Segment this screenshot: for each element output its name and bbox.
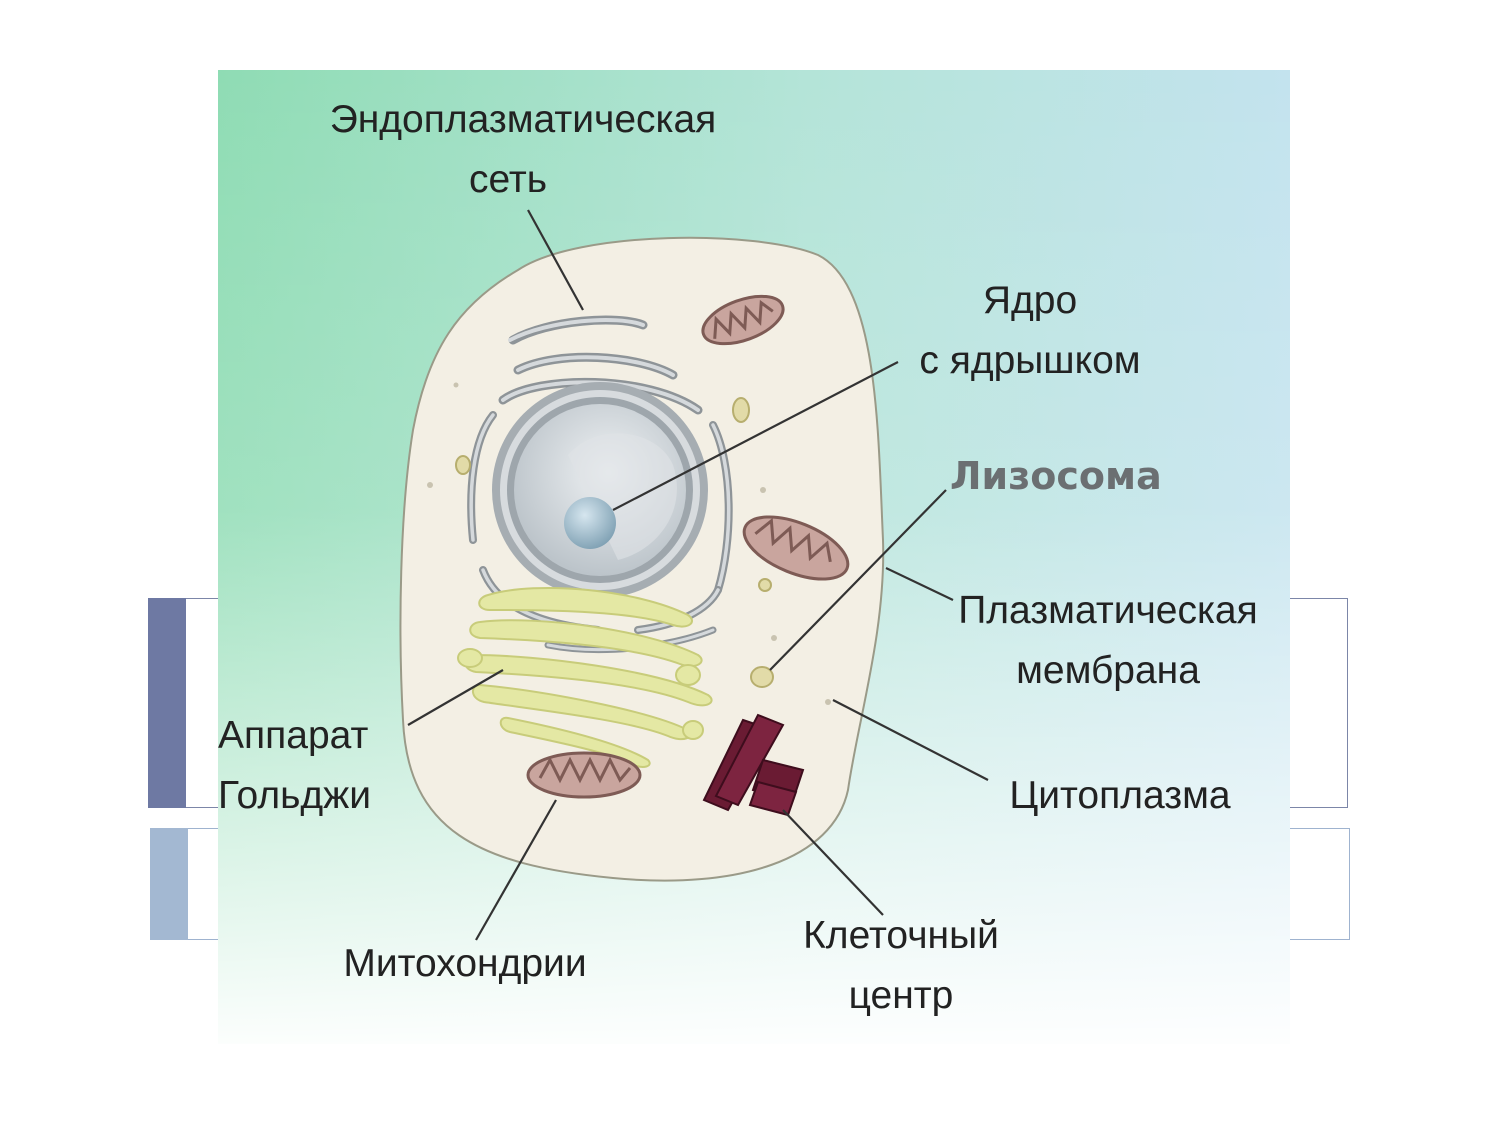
nucleus	[492, 382, 708, 598]
cell-diagram: Эндоплазматическая сеть Ядро с ядрышком …	[218, 70, 1290, 1044]
mitochondrion-3	[526, 751, 642, 799]
mitochondria-leader	[475, 799, 557, 941]
mitochondria-label: Митохондрии	[343, 942, 586, 985]
golgi-label-line1: Аппарат	[218, 714, 368, 757]
lysosome-label: Лизосома	[950, 454, 1162, 498]
lysosome	[455, 397, 774, 688]
er-leader	[527, 209, 584, 311]
membrane-label-line2: мембрана	[1016, 649, 1200, 692]
centrosome-leader	[782, 809, 884, 916]
slide-accent-bar-1	[148, 598, 186, 808]
nucleus-label-line1: Ядро	[983, 279, 1077, 322]
centrosome-label-line2: центр	[849, 974, 954, 1017]
nucleolus	[564, 497, 616, 549]
cytoplasm-label: Цитоплазма	[1009, 774, 1231, 817]
mitochondrion-1	[701, 294, 785, 346]
small-vesicles	[427, 382, 831, 705]
centrosome	[702, 713, 805, 817]
centrosome-label-line1: Клеточный	[803, 914, 999, 957]
golgi-leader	[407, 669, 504, 726]
golgi-label-line2: Гольджи	[218, 774, 371, 817]
membrane-leader	[885, 567, 954, 601]
er-label-line1: Эндоплазматическая	[330, 98, 717, 141]
membrane-label-line1: Плазматическая	[958, 589, 1257, 632]
er-label-line2: сеть	[469, 158, 547, 201]
nucleus-leader	[612, 361, 899, 511]
mitochondrion-2	[742, 515, 850, 581]
lysosome-leader	[769, 489, 947, 671]
golgi-apparatus	[457, 586, 713, 768]
nucleus-label-line2: с ядрышком	[919, 339, 1140, 382]
cytoplasm-leader	[832, 699, 989, 781]
slide-accent-bar-2	[150, 828, 188, 940]
